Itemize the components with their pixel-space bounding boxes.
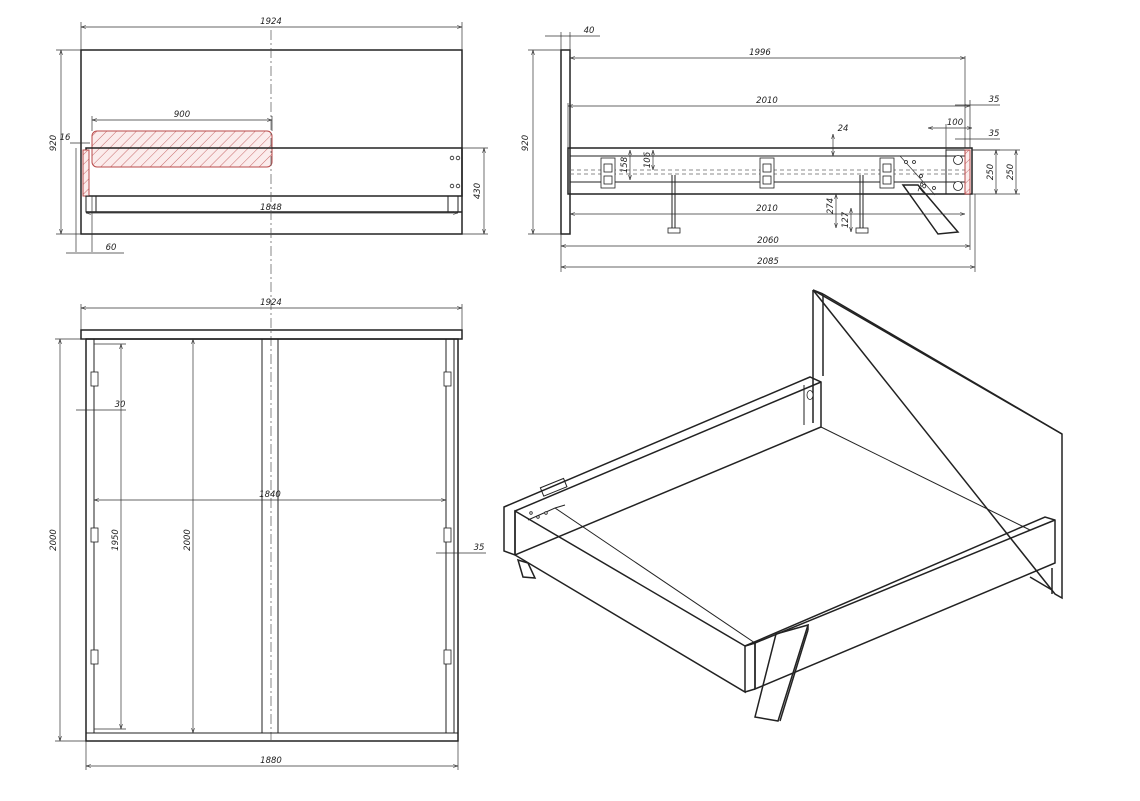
iso-headboard (812, 289, 1063, 600)
dim-side-rail-height-left: 250 (986, 164, 996, 180)
dim-front-headboard-height: 920 (49, 135, 59, 151)
front-bolt (455, 183, 461, 189)
iso-rail-side (744, 516, 1056, 691)
dim-front-overall-width: 1924 (260, 17, 282, 27)
dim-side-overall-length: 2085 (757, 257, 779, 267)
iso-leg-left (516, 558, 537, 579)
iso-inner-edge (820, 426, 1031, 531)
side-headboard (560, 49, 571, 235)
iso-rail-back (503, 376, 822, 556)
side-bolt-hole (953, 155, 963, 165)
dim-top-side-inset: 35 (474, 543, 485, 553)
dim-top-slat-length: 2000 (183, 529, 193, 551)
front-bolt (455, 155, 461, 161)
front-view: 1924 920 16 900 1848 430 60 (49, 17, 488, 254)
front-side-panel (82, 149, 90, 197)
front-pillow (91, 130, 273, 168)
dim-side-leg-height: 274 (826, 198, 836, 214)
top-bracket (90, 527, 99, 543)
dim-side-rail-height-right: 250 (1006, 164, 1016, 180)
front-leg-right (447, 195, 459, 213)
iso-inner-edge (554, 507, 756, 644)
dim-side-end-offset-b: 100 (947, 118, 963, 128)
isometric-view (503, 289, 1063, 722)
iso-screw (536, 515, 540, 519)
side-screw (919, 174, 923, 178)
dim-side-end-offset-a: 35 (989, 95, 1000, 105)
dim-front-pillow-width: 900 (174, 110, 190, 120)
dim-side-rail-length-inner: 2010 (756, 96, 778, 106)
top-frame (85, 338, 459, 742)
dim-side-bracket-height: 158 (620, 156, 630, 173)
top-bracket (443, 649, 452, 665)
dim-top-overall-length: 2000 (49, 529, 59, 551)
iso-leg-front (754, 623, 810, 722)
side-screw (904, 160, 908, 164)
dim-front-rail-height: 430 (473, 183, 483, 199)
front-bolt (449, 155, 455, 161)
side-end-section (964, 149, 971, 195)
iso-slat-end (539, 477, 568, 497)
side-bracket (879, 157, 895, 189)
dim-top-side-offset: 30 (115, 400, 126, 410)
side-screw (932, 186, 936, 190)
dim-side-leg-offset: 127 (841, 211, 851, 228)
iso-inner-edge (554, 504, 566, 509)
top-bracket (443, 527, 452, 543)
front-bolt (449, 183, 455, 189)
side-bracket (759, 157, 775, 189)
dim-side-headboard-height: 920 (521, 135, 531, 151)
dim-side-bracket-offset: 106 (643, 151, 653, 168)
dim-front-leg-offset: 60 (106, 243, 117, 253)
dim-front-inner-width: 1848 (260, 203, 282, 213)
dim-top-inner-length: 1950 (111, 529, 121, 551)
top-bracket (90, 371, 99, 387)
dim-side-rail-length-top: 1996 (749, 48, 771, 58)
top-headboard (80, 329, 463, 340)
front-headboard (80, 49, 463, 235)
dim-side-foot-offset: 78 (917, 181, 930, 195)
side-bolt-hole (953, 181, 963, 191)
dim-front-panel-thickness: 16 (60, 133, 71, 143)
side-support-leg (855, 175, 869, 234)
iso-screw (544, 511, 548, 515)
top-center-beam (261, 338, 279, 734)
dim-top-overall-width: 1924 (260, 298, 282, 308)
iso-screw (529, 511, 533, 515)
dim-side-frame-length: 2060 (757, 236, 779, 246)
top-bracket (443, 371, 452, 387)
dim-side-slat-offset: 24 (838, 124, 849, 134)
side-foot-leg (901, 184, 960, 235)
top-bracket (90, 649, 99, 665)
dim-top-inner-width: 1840 (259, 490, 281, 500)
dim-side-rail-length-bottom: 2010 (756, 204, 778, 214)
side-rail (567, 147, 973, 195)
top-footboard (85, 732, 459, 742)
side-bracket (600, 157, 616, 189)
dim-top-bottom-width: 1880 (260, 756, 282, 766)
front-leg-left (85, 195, 97, 213)
iso-inner-edge (527, 507, 556, 521)
iso-rail-front (514, 509, 746, 694)
dim-side-headboard-thickness: 40 (584, 26, 595, 36)
top-view: 1924 2000 1950 2000 1840 30 35 1880 (49, 298, 486, 770)
side-screw (912, 160, 916, 164)
side-view: 40 920 1996 2010 35 100 35 24 158 (521, 26, 1020, 272)
side-support-leg (667, 175, 681, 234)
iso-bolt-hole (806, 390, 814, 400)
dim-side-end-offset-c: 35 (989, 129, 1000, 139)
